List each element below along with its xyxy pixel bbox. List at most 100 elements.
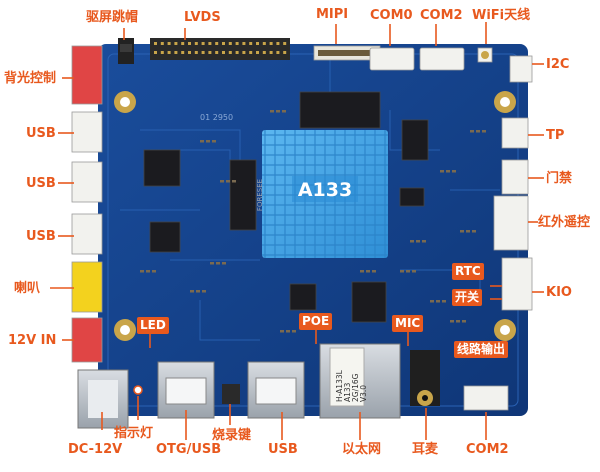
- smd-part: [476, 130, 480, 133]
- lvds-pin: [249, 51, 253, 54]
- badge-switch: 开关: [452, 289, 483, 306]
- smd-part: [466, 230, 470, 233]
- lvds-pin: [188, 51, 191, 54]
- smd-part: [212, 140, 216, 143]
- smd-part: [430, 300, 434, 303]
- smd-part: [442, 300, 446, 303]
- lvds-pin: [276, 42, 280, 45]
- flash-brand-text: FORESEE: [256, 179, 264, 211]
- leader-lines: [50, 22, 544, 440]
- label-i2c: I2C: [546, 57, 570, 72]
- smd-part: [482, 130, 486, 133]
- smd-components: [140, 110, 486, 333]
- lvds-pin: [201, 51, 205, 54]
- smd-part: [462, 320, 466, 323]
- lvds-pin: [167, 51, 171, 54]
- label-com2-top: COM2: [420, 8, 463, 23]
- wifi-antenna-socket: [481, 51, 489, 59]
- label-ethernet: 以太网: [342, 442, 382, 457]
- lvds-pin: [188, 42, 191, 45]
- burn-key-button: [222, 384, 240, 404]
- smd-part: [200, 140, 204, 143]
- lvds-pin: [235, 42, 239, 45]
- smd-part: [372, 270, 376, 273]
- smd-part: [226, 180, 230, 183]
- right-connectors: [493, 55, 533, 311]
- usb-otg-ports: [157, 361, 215, 419]
- smd-part: [206, 140, 210, 143]
- smd-part: [416, 240, 420, 243]
- lvds-pin: [201, 42, 205, 45]
- indicator-led: [133, 385, 143, 395]
- smd-part: [400, 270, 404, 273]
- smd-part: [446, 170, 450, 173]
- smd-part: [280, 330, 284, 333]
- lvds-pin: [283, 51, 287, 54]
- smd-part: [456, 320, 460, 323]
- dc-jack: [77, 369, 129, 429]
- lvds-pin: [262, 42, 266, 45]
- lvds-pin: [242, 51, 246, 54]
- smd-part: [152, 270, 156, 273]
- lvds-pin: [181, 51, 185, 54]
- label-usb-1: USB: [26, 126, 56, 141]
- label-power-in: 12V IN: [8, 333, 57, 348]
- lvds-pin: [194, 51, 198, 54]
- smd-part: [450, 320, 454, 323]
- smd-part: [406, 270, 410, 273]
- lvds-pin: [222, 51, 225, 54]
- top-connectors: [369, 47, 493, 71]
- lvds-pin: [215, 42, 219, 45]
- lvds-pin: [242, 42, 246, 45]
- lvds-pin: [194, 42, 198, 45]
- lvds-pin: [256, 42, 259, 45]
- lvds-pin: [160, 42, 164, 45]
- smd-part: [196, 290, 200, 293]
- eth-line-1: H-A133L: [335, 369, 344, 402]
- smd-part: [360, 270, 364, 273]
- lvds-pin: [256, 51, 259, 54]
- label-dc12v: DC-12V: [68, 442, 123, 457]
- lvds-pin: [154, 51, 157, 54]
- badge-line-out: 线路输出: [454, 341, 509, 358]
- smd-part: [366, 270, 370, 273]
- lvds-pin: [174, 42, 178, 45]
- label-burn-key: 烧录键: [212, 428, 252, 443]
- label-com2-bottom: COM2: [466, 442, 509, 457]
- label-ir-remote: 红外遥控: [538, 215, 591, 230]
- smd-part: [460, 230, 464, 233]
- smd-part: [410, 240, 414, 243]
- smd-part: [146, 270, 150, 273]
- usb-bottom-ports: [247, 361, 305, 419]
- jumper-header: [118, 38, 134, 64]
- smd-part: [232, 180, 236, 183]
- smd-part: [440, 170, 444, 173]
- smd-part: [276, 110, 280, 113]
- ethernet-jack-text: H-A133L A133 2G/16G V3.0: [335, 369, 368, 402]
- label-indicator: 指示灯: [114, 426, 154, 441]
- smd-part: [412, 270, 416, 273]
- lvds-pin: [174, 51, 178, 54]
- mipi-connector-slot: [318, 50, 376, 56]
- smd-part: [282, 110, 286, 113]
- mounting-holes: [114, 91, 516, 341]
- smd-part: [216, 262, 220, 265]
- lvds-pin: [269, 51, 273, 54]
- smd-part: [190, 290, 194, 293]
- label-lvds: LVDS: [184, 10, 221, 25]
- label-kio: KIO: [546, 285, 572, 300]
- label-mipi: MIPI: [316, 7, 349, 22]
- lvds-pin: [228, 42, 232, 45]
- lvds-pin: [269, 42, 273, 45]
- badge-mic: MIC: [392, 315, 424, 332]
- eth-line-4: V3.0: [359, 385, 368, 402]
- ic-chips: [143, 91, 429, 323]
- label-usb-bottom: USB: [268, 442, 298, 457]
- label-tp: TP: [546, 128, 565, 143]
- badge-poe: POE: [299, 313, 333, 330]
- smd-part: [422, 240, 426, 243]
- lvds-pin: [262, 51, 266, 54]
- smd-part: [222, 262, 226, 265]
- label-door: 门禁: [546, 171, 573, 186]
